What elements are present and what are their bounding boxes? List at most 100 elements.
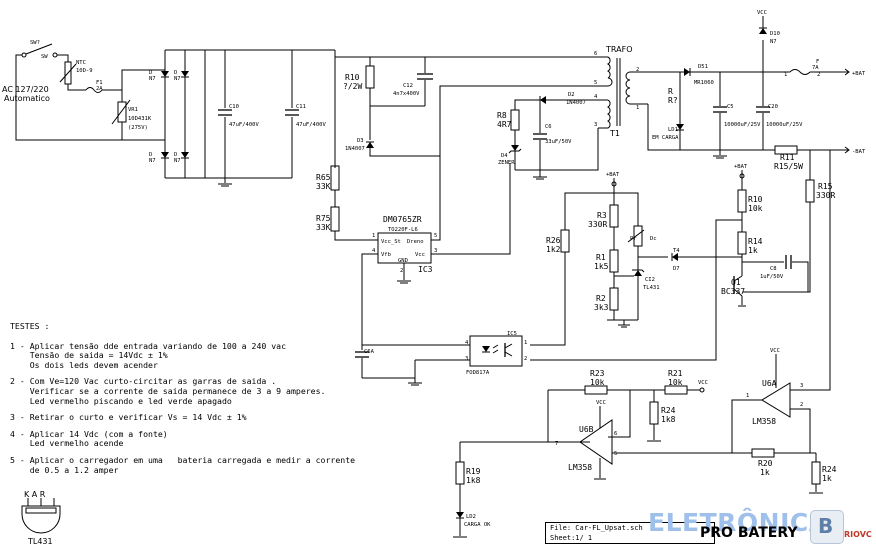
u6a-val: LM358: [752, 417, 776, 426]
vcc-label: VCC: [770, 348, 780, 354]
vr1-volt: (275V): [128, 125, 148, 131]
r1-ref: R1: [596, 253, 606, 262]
c6a-ref: C6A: [364, 349, 375, 355]
note-item: 4 - Aplicar 14 Vdc (com a fonte) Led ver…: [10, 428, 168, 449]
bd3-ref: D: [149, 152, 152, 158]
bd4-ref: D: [174, 152, 177, 158]
pin-number: 3: [465, 356, 468, 362]
r10-resistor: [365, 65, 375, 89]
pin-number: 3: [800, 383, 803, 389]
brand-main: ELETRÔNICA: [648, 508, 829, 537]
d3-diode: [366, 142, 374, 148]
c11-ref: C11: [296, 104, 306, 110]
r24-resistor: [649, 401, 659, 425]
ntc-val: 10D-9: [76, 68, 93, 74]
r19-resistor: [455, 461, 465, 485]
note-item: 2 - Com Ve=120 Vac curto-circitar as gar…: [10, 376, 326, 406]
r-val: R?: [668, 96, 678, 105]
t4-ref: T4: [673, 248, 680, 254]
r8-resistor: [510, 109, 520, 131]
u6b-opamp: [579, 419, 613, 465]
ic3-pin-vfb: Vfb: [381, 252, 391, 258]
r10-val: ?/2W: [343, 82, 362, 91]
ic3-ref: IC3: [418, 265, 433, 274]
d2-ref: D2: [568, 92, 575, 98]
brand-logo-icon: B: [810, 510, 844, 544]
r19-ref: R19: [466, 467, 481, 476]
trafo-pin-6: 6: [594, 51, 597, 57]
r11-val: R15/5W: [774, 162, 803, 171]
brand-sub: PRO BATERY: [700, 525, 798, 541]
r23-ref: R23: [590, 369, 605, 378]
title-block: File: Car-FL_Upsat.sch Sheet:1/ 1: [545, 522, 715, 544]
r-ref: R: [668, 87, 673, 96]
wire: [57, 54, 69, 62]
r2-val: 3k3: [594, 303, 609, 312]
bd1-ref: D: [149, 70, 152, 76]
u6a-opamp: [761, 382, 791, 418]
trafo-pin-1: 1: [636, 105, 639, 111]
r14-val: 1k: [748, 246, 758, 255]
r23-val: 10k: [590, 378, 605, 387]
c5-val: 10000uF/25V: [724, 122, 761, 128]
pin-number: 5: [614, 451, 617, 457]
primary-winding: [606, 56, 613, 87]
bridge-diode-1: [161, 71, 169, 77]
r24-val: 1k8: [661, 415, 676, 424]
c5-ref: C5: [727, 104, 734, 110]
d2-diode: [540, 96, 546, 104]
r23-resistor: [584, 385, 608, 395]
wire: [15, 54, 22, 86]
sw-ref: SW?: [30, 40, 40, 46]
r19-val: 1k8: [466, 476, 481, 485]
bd2-ref: D: [174, 70, 177, 76]
bridge-diode-2: [181, 71, 189, 77]
r20-val: 1k: [760, 468, 770, 477]
controller-section: R65 33K R75 33K DM0765ZR TO220F-L6 Vcc_S…: [316, 156, 511, 345]
c20-ref: C20: [768, 104, 778, 110]
r65-ref: R65: [316, 173, 331, 182]
r24b-val: 1k: [822, 474, 832, 483]
d4-zener: [511, 145, 519, 151]
sw-label: SW: [41, 54, 48, 60]
note-item: 1 - Aplicar tensão dde entrada variando …: [10, 340, 287, 370]
secondary-winding: [625, 71, 631, 105]
c8-ref: C8: [770, 266, 777, 272]
d10-ref: D10: [770, 31, 780, 37]
nbat-label: -BAT: [852, 149, 866, 155]
d4-val: ZENER: [498, 160, 515, 166]
r1-val: 1k5: [594, 262, 609, 271]
d10-diode: [759, 28, 767, 34]
r15-val: 330R: [816, 191, 835, 200]
r75-resistor: [330, 206, 340, 232]
pin-number: 6: [614, 431, 617, 437]
pin-number: 5: [434, 233, 437, 239]
sw-blade: [25, 43, 53, 55]
kar-part: TL431: [27, 537, 53, 546]
note-item: 5 - Aplicar o carregador em uma bateria …: [10, 454, 356, 475]
sheet-number: Sheet:1/ 1: [550, 534, 593, 542]
wire: [67, 84, 86, 91]
r10-ref: R10: [345, 73, 360, 82]
vr1-slash: [111, 99, 131, 125]
sw-contact-a: [21, 52, 27, 58]
aux-winding-section: D2 1N4007 R8 4R7 D4 ZENER C6 33uF/50V: [497, 92, 599, 180]
r21-resistor: [664, 385, 688, 395]
input-section: AC 127/220 Automatico SW? SW NTC 10D-9 F…: [2, 40, 336, 187]
to92-package: [21, 505, 61, 534]
ld1-label: EM CARGA: [652, 135, 679, 141]
r21-val: 10k: [668, 378, 683, 387]
r24b-ref: R24: [822, 465, 837, 474]
bd4-val: N7: [174, 158, 181, 164]
r26-ref: R26: [546, 236, 561, 245]
pin-number: 3: [434, 248, 437, 254]
ld1-ref: LD1: [668, 127, 678, 133]
trafo-pin-3: 3: [594, 122, 597, 128]
r3-val: 330R: [588, 220, 607, 229]
r14-ref: R14: [748, 237, 763, 246]
vcc-label: VCC: [596, 400, 606, 406]
wire: [15, 86, 140, 141]
watermark-brand: ELETRÔNICA PRO BATERY B RIOVC: [648, 508, 876, 546]
pin-number: 2: [524, 356, 527, 362]
r24-ref: R24: [661, 406, 676, 415]
